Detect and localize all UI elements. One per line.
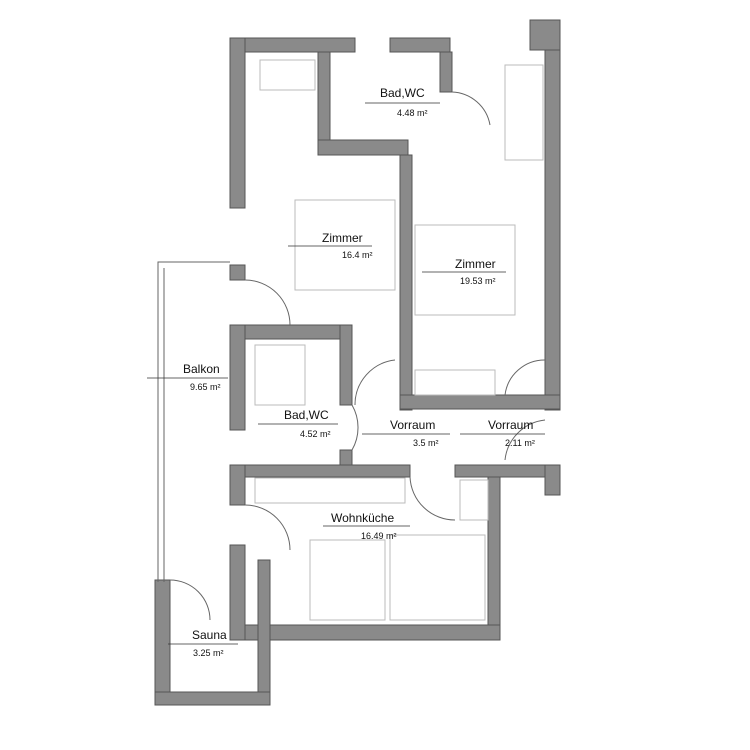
walls — [154, 19, 561, 706]
svg-text:19.53 m²: 19.53 m² — [460, 276, 496, 286]
svg-text:4.48 m²: 4.48 m² — [397, 108, 428, 118]
room-label-zimmer-left: Zimmer 16.4 m² — [288, 231, 373, 260]
svg-text:Zimmer: Zimmer — [455, 257, 496, 271]
svg-text:Sauna: Sauna — [192, 628, 227, 642]
furniture — [254, 59, 544, 621]
svg-text:4.52 m²: 4.52 m² — [300, 429, 331, 439]
svg-text:16.4 m²: 16.4 m² — [342, 250, 373, 260]
room-label-balkon: Balkon 9.65 m² — [147, 362, 228, 392]
room-label-bad-wc-lower: Bad,WC 4.52 m² — [258, 408, 338, 439]
room-label-vorraum-right: Vorraum 2.11 m² — [460, 418, 545, 448]
svg-text:Wohnküche: Wohnküche — [331, 511, 394, 525]
room-labels: Bad,WC 4.48 m² Zimmer 16.4 m² Zimmer 19.… — [147, 86, 545, 658]
svg-text:16.49 m²: 16.49 m² — [361, 531, 397, 541]
room-label-vorraum-left: Vorraum 3.5 m² — [362, 418, 450, 448]
svg-text:Vorraum: Vorraum — [390, 418, 435, 432]
svg-text:3.5 m²: 3.5 m² — [413, 438, 439, 448]
room-label-bad-wc-upper: Bad,WC 4.48 m² — [365, 86, 440, 118]
balcony-outline — [157, 261, 230, 582]
svg-text:Bad,WC: Bad,WC — [380, 86, 425, 100]
svg-text:Bad,WC: Bad,WC — [284, 408, 329, 422]
svg-text:2.11 m²: 2.11 m² — [505, 438, 535, 448]
svg-text:Vorraum: Vorraum — [488, 418, 533, 432]
room-label-wohnkueche: Wohnküche 16.49 m² — [323, 511, 410, 541]
svg-text:Balkon: Balkon — [183, 362, 220, 376]
svg-text:Zimmer: Zimmer — [322, 231, 363, 245]
svg-text:9.65 m²: 9.65 m² — [190, 382, 221, 392]
doors — [169, 91, 546, 621]
svg-text:3.25 m²: 3.25 m² — [193, 648, 224, 658]
room-label-zimmer-right: Zimmer 19.53 m² — [422, 257, 506, 286]
room-label-sauna: Sauna 3.25 m² — [168, 628, 238, 658]
